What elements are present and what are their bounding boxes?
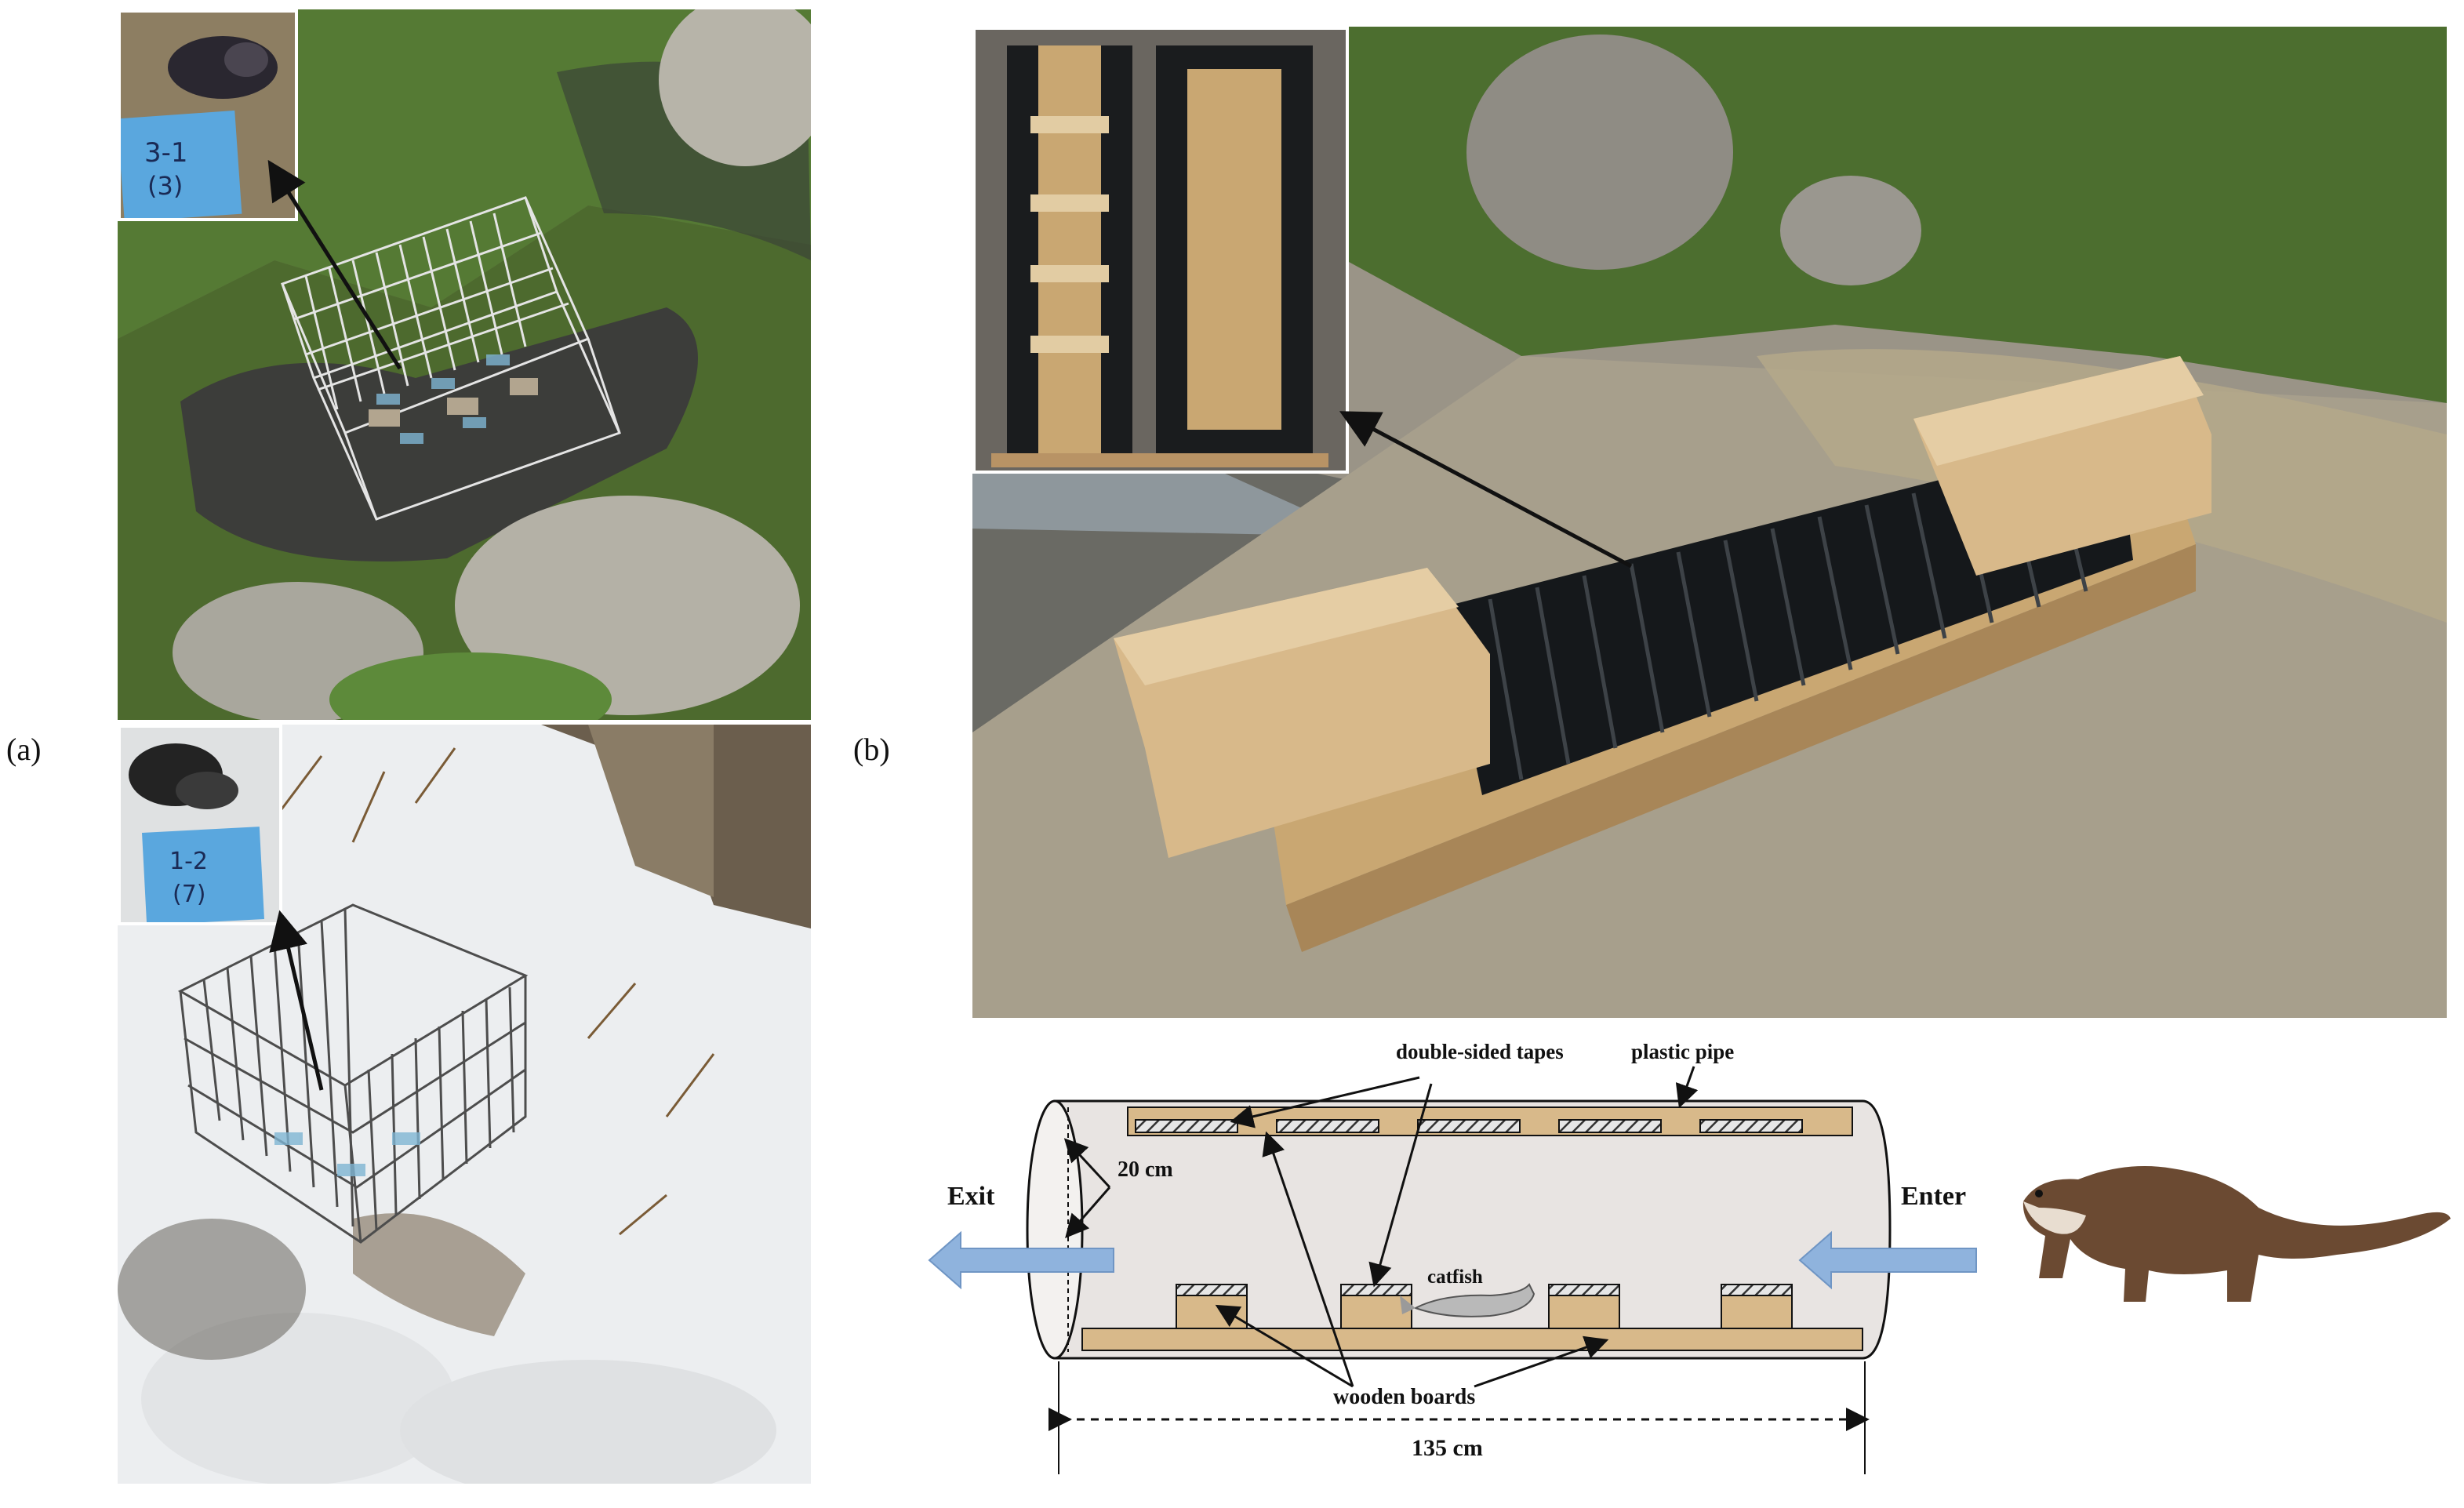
- tape-4: [1558, 1119, 1662, 1133]
- catfish-icon: [1400, 1283, 1535, 1317]
- panel-label-a: (a): [6, 732, 42, 767]
- tag-top-line1: 3-1: [144, 137, 188, 169]
- panel-label-b: (b): [853, 732, 890, 767]
- inset-scat-sample-bottom: 1-2 (7): [118, 725, 282, 925]
- pipe-body: [1053, 1099, 1892, 1360]
- tag-bottom-line2: (7): [173, 881, 206, 908]
- label-plastic-pipe: plastic pipe: [1631, 1040, 1734, 1063]
- enter-arrow: [1798, 1230, 1977, 1290]
- block-1: [1176, 1293, 1248, 1329]
- label-20cm: 20 cm: [1118, 1157, 1173, 1182]
- block-4: [1721, 1293, 1793, 1329]
- pointer-arrows-panel-a: [267, 159, 402, 1091]
- arrow-top-to-inset: [267, 159, 402, 370]
- pointer-arrow-panel-b: [1339, 411, 1633, 569]
- exit-arrow: [928, 1230, 1114, 1290]
- photo-cage-trap-stream: [118, 9, 811, 720]
- label-135cm: 135 cm: [1412, 1435, 1483, 1461]
- label-exit: Exit: [947, 1182, 995, 1211]
- tape-2: [1276, 1119, 1379, 1133]
- otter-illustration: [2022, 1166, 2451, 1302]
- label-catfish: catfish: [1427, 1266, 1483, 1288]
- photo-cage-trap-snow: [118, 725, 811, 1484]
- label-enter: Enter: [1901, 1182, 1966, 1211]
- label-wooden-boards: wooden boards: [1333, 1385, 1475, 1409]
- label-double-sided-tapes: double-sided tapes: [1396, 1040, 1564, 1063]
- inset-open-trap-halves: [972, 27, 1349, 474]
- photo-pipe-box-trap: [972, 27, 2447, 1018]
- block-2: [1340, 1293, 1412, 1329]
- bottom-wooden-board: [1081, 1328, 1863, 1351]
- tape-3: [1417, 1119, 1521, 1133]
- arrow-bottom-to-inset: [269, 910, 324, 1091]
- block-3: [1548, 1293, 1620, 1329]
- inset-scat-sample-top: 3-1 (3): [118, 9, 298, 221]
- tape-5: [1699, 1119, 1803, 1133]
- trap-schematic-diagram: double-sided tapes plastic pipe Exit Ent…: [928, 1040, 2451, 1474]
- tag-bottom-line1: 1-2: [169, 848, 208, 875]
- tape-1: [1135, 1119, 1238, 1133]
- tag-top-line2: (3): [147, 171, 183, 201]
